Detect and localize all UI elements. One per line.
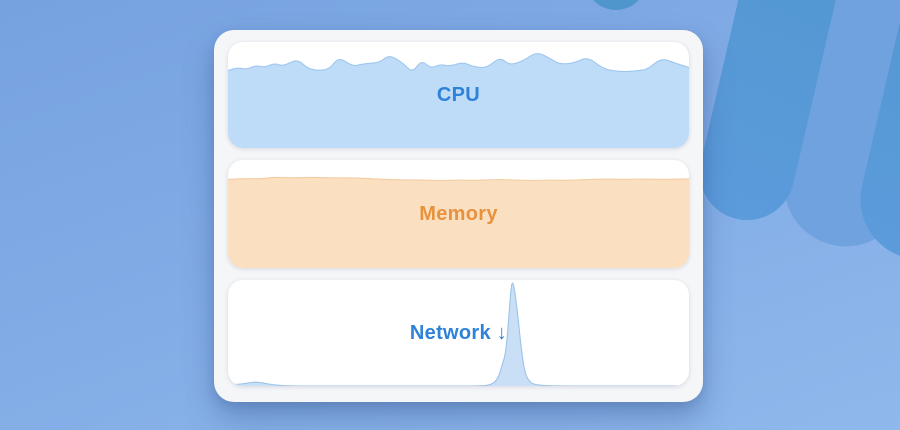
cpu-panel[interactable]: CPU [228,42,689,148]
network-download-area-chart [228,280,689,386]
network-panel[interactable]: Network ↓ [228,280,689,386]
cpu-usage-area-chart [228,42,689,148]
system-monitor-card: CPU Memory Network ↓ [214,30,703,402]
bg-stripe-cap-circle [585,0,647,10]
memory-usage-area-chart [228,160,689,268]
memory-panel[interactable]: Memory [228,160,689,268]
